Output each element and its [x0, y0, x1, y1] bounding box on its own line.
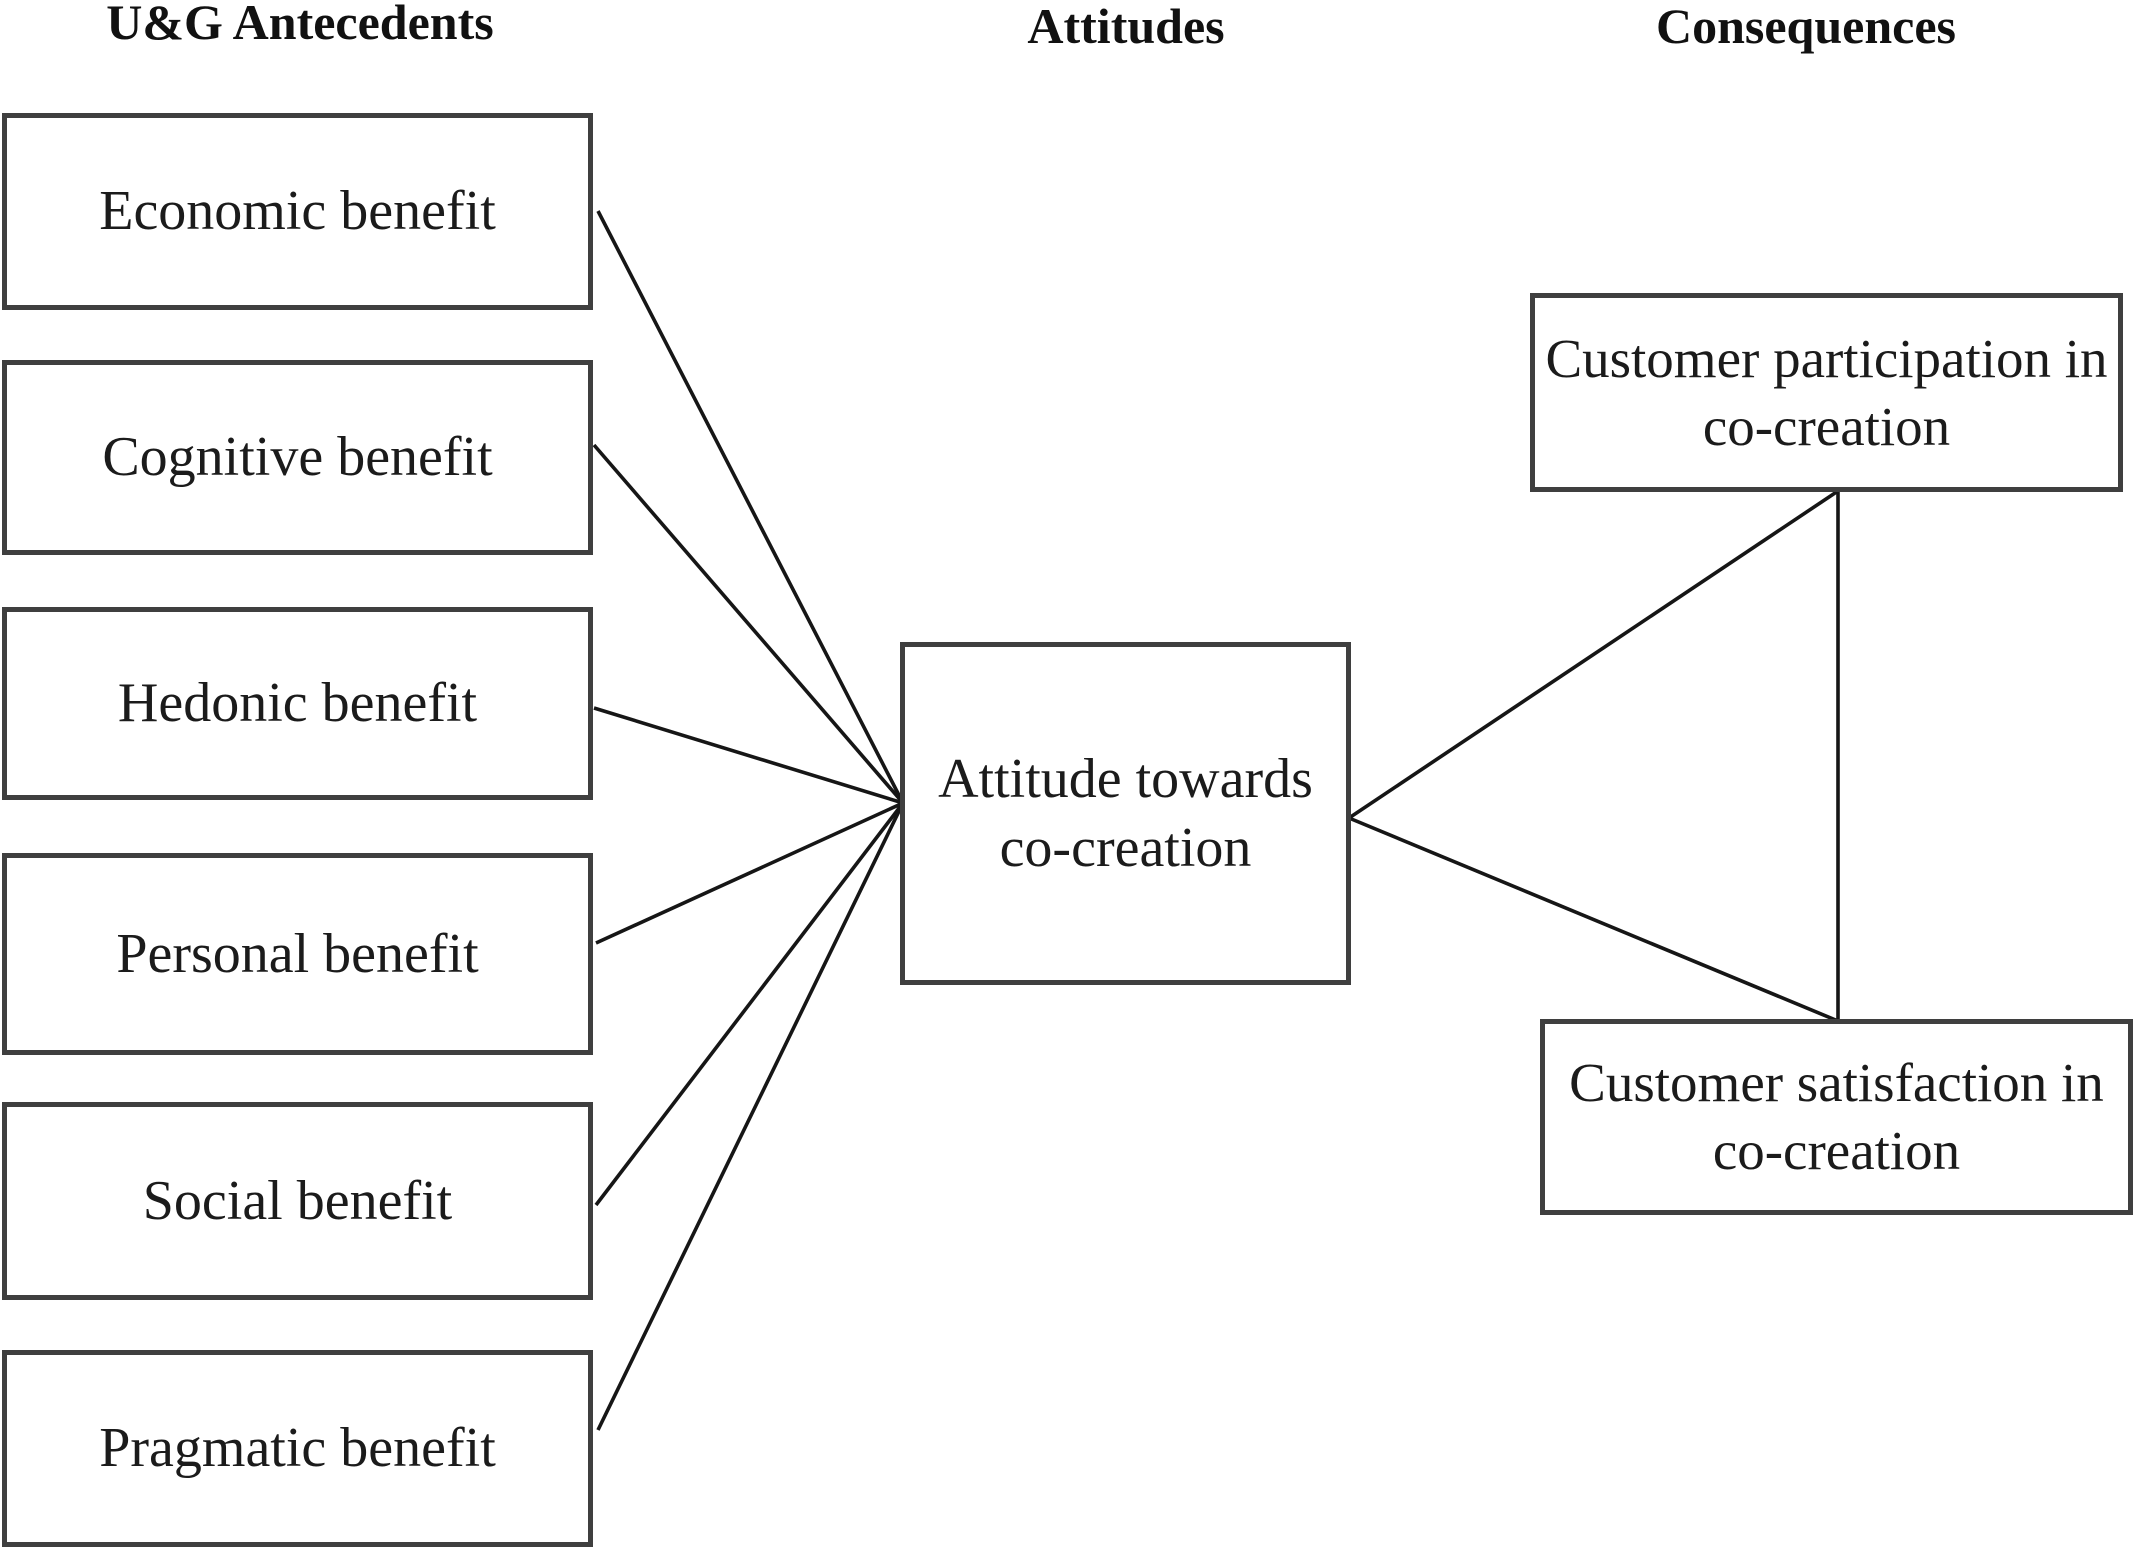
- line-pragmatic-to-attitude: [596, 802, 905, 1431]
- box-social-benefit-label: Social benefit: [142, 1169, 453, 1232]
- box-attitude-label: Attitude towards co-creation: [938, 747, 1313, 879]
- column-heading-consequences: Consequences: [1655, 0, 1957, 54]
- box-social-benefit: Social benefit: [2, 1102, 593, 1300]
- box-pragmatic-benefit: Pragmatic benefit: [2, 1350, 593, 1547]
- box-personal-benefit-label: Personal benefit: [116, 922, 479, 985]
- box-customer-participation: Customer participation in co-creation: [1530, 293, 2123, 492]
- box-customer-satisfaction: Customer satisfaction in co-creation: [1540, 1019, 2133, 1215]
- line-economic-to-attitude: [596, 210, 905, 804]
- column-heading-attitudes: Attitudes: [1027, 0, 1225, 54]
- box-customer-participation-label: Customer participation in co-creation: [1545, 327, 2108, 457]
- box-hedonic-benefit: Hedonic benefit: [2, 607, 593, 800]
- line-attitude-to-satisfaction: [1348, 816, 1839, 1023]
- column-heading-antecedents: U&G Antecedents: [106, 0, 494, 50]
- box-economic-benefit-label: Economic benefit: [99, 180, 496, 243]
- line-hedonic-to-attitude: [593, 706, 904, 805]
- line-social-to-attitude: [594, 801, 905, 1207]
- box-pragmatic-benefit-label: Pragmatic benefit: [99, 1417, 496, 1480]
- box-cognitive-benefit-label: Cognitive benefit: [102, 426, 493, 489]
- line-personal-to-attitude: [595, 801, 904, 945]
- box-customer-satisfaction-label: Customer satisfaction in co-creation: [1569, 1052, 2104, 1181]
- box-hedonic-benefit-label: Hedonic benefit: [117, 672, 478, 735]
- line-cognitive-to-attitude: [592, 443, 905, 805]
- line-attitude-to-participation: [1347, 489, 1840, 820]
- box-attitude-towards-co-creation: Attitude towards co-creation: [900, 642, 1351, 985]
- box-personal-benefit: Personal benefit: [2, 853, 593, 1055]
- box-cognitive-benefit: Cognitive benefit: [2, 360, 593, 555]
- box-economic-benefit: Economic benefit: [2, 113, 593, 310]
